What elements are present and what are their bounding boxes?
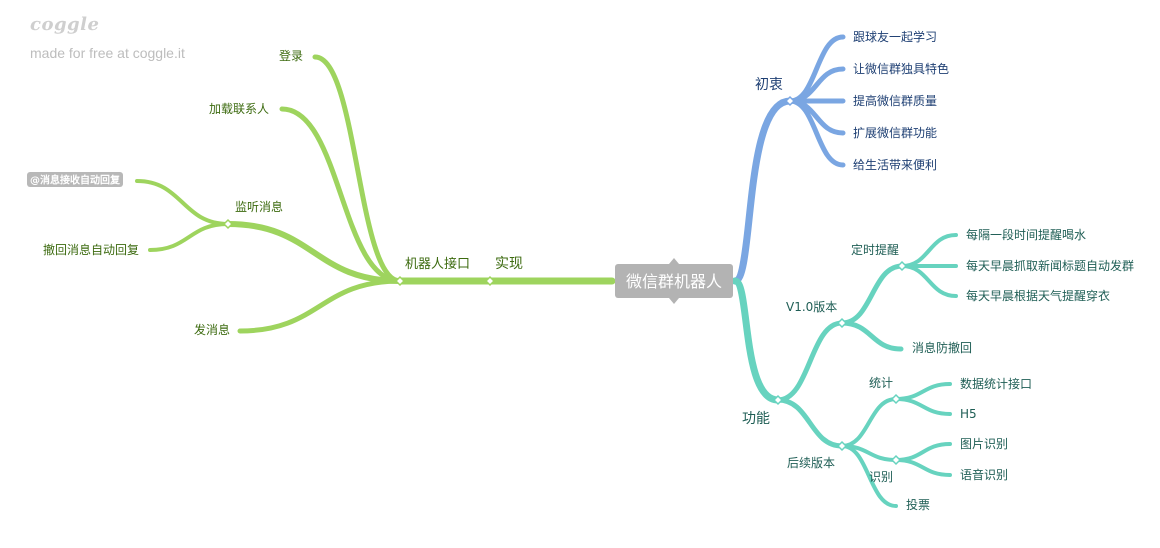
branch-v1 <box>775 320 845 403</box>
branch-1-left <box>279 106 403 284</box>
branch-2-left <box>225 221 403 284</box>
node-recall-auto-reply[interactable]: 撤回消息自动回复 <box>43 242 139 257</box>
node-left-login[interactable]: 登录 <box>279 48 303 63</box>
node-intention-3[interactable]: 扩展微信群功能 <box>853 126 937 140</box>
node-timed-reminder[interactable]: 定时提醒 <box>851 242 899 257</box>
branch-vote <box>840 444 898 508</box>
branch-listen-recall <box>148 222 230 252</box>
node-recognition[interactable]: 识别 <box>869 470 893 484</box>
node-timed-2[interactable]: 每天早晨根据天气提醒穿衣 <box>966 288 1110 303</box>
node-future-version[interactable]: 后续版本 <box>787 456 835 470</box>
coggle-attribution: made for free at coggle.it <box>30 45 185 61</box>
root-tab-top <box>669 258 679 264</box>
branch-3-left <box>237 278 403 334</box>
node-intention-1[interactable]: 让微信群独具特色 <box>853 61 949 76</box>
connector-stats <box>890 393 902 405</box>
branch-chuzhong-4 <box>787 98 846 168</box>
branch-stats <box>840 397 898 448</box>
connector-future <box>836 440 848 452</box>
node-intention-2[interactable]: 提高微信群质量 <box>853 93 937 108</box>
node-recog-1[interactable]: 语音识别 <box>960 467 1008 482</box>
node-timed-0[interactable]: 每隔一段时间提醒喝水 <box>966 227 1086 242</box>
branch-recog-1 <box>894 458 952 477</box>
coggle-logo: coggle <box>30 14 100 35</box>
node-anti-recall[interactable]: 消息防撤回 <box>912 340 972 355</box>
root-node-label[interactable]: 微信群机器人 <box>626 272 722 291</box>
node-stats-0[interactable]: 数据统计接口 <box>960 376 1032 391</box>
node-v1-version[interactable]: V1.0版本 <box>786 300 837 314</box>
node-left-load-contacts[interactable]: 加载联系人 <box>209 102 269 116</box>
node-intention-0[interactable]: 跟球友一起学习 <box>853 29 937 44</box>
connector-chuzhong <box>784 95 796 107</box>
branch-anti-recall <box>839 320 904 352</box>
node-features[interactable]: 功能 <box>742 411 770 427</box>
connector-v1 <box>836 317 848 329</box>
edge-label-shixian[interactable]: 实现 <box>495 256 523 272</box>
branch-stats-1 <box>894 397 952 416</box>
node-timed-1[interactable]: 每天早晨抓取新闻标题自动发群 <box>966 258 1134 273</box>
branch-root-to-chuzhong <box>731 97 794 285</box>
node-recog-0[interactable]: 图片识别 <box>960 437 1008 451</box>
connector-listen <box>222 218 234 230</box>
mindmap-branches <box>135 34 958 508</box>
branch-timed-0 <box>900 233 958 268</box>
branch-future <box>775 397 845 449</box>
node-left-send-message[interactable]: 发消息 <box>194 322 230 337</box>
connector-interface <box>394 275 406 287</box>
branch-root-to-gongneng <box>731 277 782 404</box>
connector-gongneng <box>772 394 784 406</box>
connector-recognition <box>890 454 902 466</box>
node-listen-messages[interactable]: 监听消息 <box>235 199 283 214</box>
branch-timed-reminder <box>839 263 905 326</box>
node-original-intention[interactable]: 初衷 <box>755 76 783 93</box>
root-tab-bottom <box>669 298 679 304</box>
node-stats-1[interactable]: H5 <box>960 407 977 421</box>
branch-stats-0 <box>894 382 952 401</box>
branch-timed-2 <box>900 264 958 298</box>
branch-0-left <box>312 54 403 284</box>
branch-listen-at-reply <box>135 179 230 226</box>
node-intention-4[interactable]: 给生活带来便利 <box>853 158 937 172</box>
connector-timed <box>896 260 908 272</box>
node-robot-interface[interactable]: 机器人接口 <box>405 256 470 272</box>
connector-shixian <box>484 275 496 287</box>
tag-at-message-auto-reply-label[interactable]: @消息接收自动回复 <box>30 174 121 187</box>
tag-at-message-auto-reply[interactable] <box>27 172 123 187</box>
branch-recog-0 <box>894 442 952 462</box>
node-vote[interactable]: 投票 <box>906 497 930 512</box>
node-statistics[interactable]: 统计 <box>869 376 893 390</box>
root-node[interactable] <box>615 264 733 298</box>
